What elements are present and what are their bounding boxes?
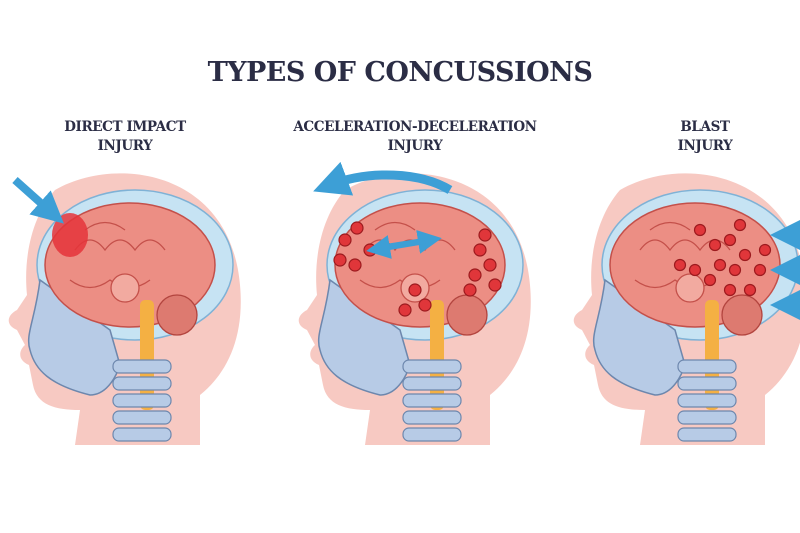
- vertebra: [677, 359, 737, 374]
- head-acceleration-deceleration: [298, 173, 531, 446]
- lesion: [408, 283, 422, 297]
- lesion: [483, 258, 497, 272]
- lesion: [723, 233, 737, 247]
- impact-arrow: [12, 177, 64, 224]
- panel-label-blast: BLAST INJURY: [650, 118, 760, 156]
- vertebra: [112, 376, 172, 391]
- lesion: [338, 233, 352, 247]
- lesion: [723, 283, 737, 297]
- lesion: [728, 263, 742, 277]
- vertebra: [402, 359, 462, 374]
- lesion: [673, 258, 687, 272]
- vertebra: [112, 410, 172, 425]
- lesion: [753, 263, 767, 277]
- lesion: [758, 243, 772, 257]
- label-line: ACCELERATION-DECELERATION: [293, 119, 537, 135]
- lesion: [463, 283, 477, 297]
- lesion: [733, 218, 747, 232]
- lesion: [473, 243, 487, 257]
- vertebra: [112, 427, 172, 442]
- lesion: [488, 278, 502, 292]
- lesion: [363, 243, 377, 257]
- vertebra: [402, 410, 462, 425]
- lesion: [703, 273, 717, 287]
- label-line: BLAST: [680, 119, 730, 135]
- lesion: [350, 221, 364, 235]
- lesion: [348, 258, 362, 272]
- vertebra: [677, 410, 737, 425]
- panel-label-acceleration-deceleration: ACCELERATION-DECELERATION INJURY: [285, 118, 545, 156]
- rebound-arrow-left: [366, 235, 426, 259]
- lesion: [468, 268, 482, 282]
- label-line: DIRECT IMPACT: [64, 119, 186, 135]
- impact-spot: [52, 213, 88, 257]
- page-title: TYPES OF CONCUSSIONS: [207, 57, 593, 88]
- panel-label-direct-impact: DIRECT IMPACT INJURY: [40, 118, 210, 156]
- lesion: [713, 258, 727, 272]
- head-blast: [573, 173, 800, 445]
- brainstem-center: [675, 273, 705, 303]
- lesion: [333, 253, 347, 267]
- skull-face: [317, 278, 411, 396]
- lesion: [693, 223, 707, 237]
- vertebra: [677, 376, 737, 391]
- lesion: [418, 298, 432, 312]
- label-line: INJURY: [677, 138, 733, 154]
- brainstem-center: [110, 273, 140, 303]
- vertebra: [677, 393, 737, 408]
- lesion: [738, 248, 752, 262]
- lesion: [478, 228, 492, 242]
- motion-arrow: [313, 161, 453, 196]
- label-line: INJURY: [387, 138, 443, 154]
- vertebra: [112, 393, 172, 408]
- vertebra: [402, 376, 462, 391]
- lesion: [688, 263, 702, 277]
- label-line: INJURY: [97, 138, 153, 154]
- cerebellum: [156, 294, 198, 336]
- skull-face: [592, 278, 686, 396]
- vertebra: [402, 393, 462, 408]
- cerebellum: [721, 294, 763, 336]
- cerebellum: [446, 294, 488, 336]
- vertebra: [112, 359, 172, 374]
- head-direct-impact: [8, 173, 241, 446]
- lesion: [398, 303, 412, 317]
- vertebra: [677, 427, 737, 442]
- lesion: [743, 283, 757, 297]
- vertebra: [402, 427, 462, 442]
- lesion: [708, 238, 722, 252]
- skull-face: [27, 278, 121, 396]
